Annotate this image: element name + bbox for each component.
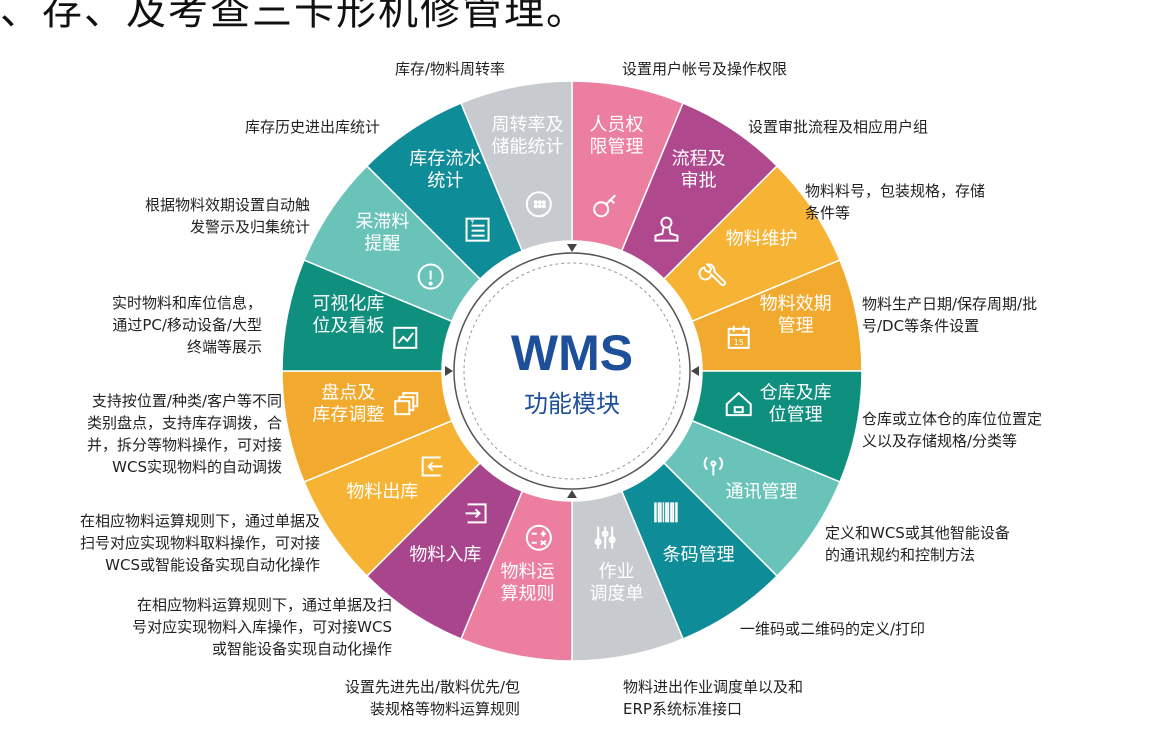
signal-icon (703, 456, 724, 476)
segment-description: 设置审批流程及相应用户组 (748, 118, 929, 136)
segment-description: 根据物料效期设置自动触 发警示及归集统计 (144, 196, 310, 236)
barcode-icon (654, 502, 678, 523)
segment-description: 物料料号，包装规格，存储 条件等 (805, 182, 986, 222)
segment-description: 一维码或二维码的定义/打印 (740, 620, 926, 638)
segment-description: 物料进出作业调度单以及和 ERP系统标准接口 (623, 678, 804, 718)
segment-description: 仓库或立体仓的库位位置定 义以及存储规格/分类等 (862, 410, 1043, 450)
segment-label: 作业调度单 (589, 562, 643, 605)
wrench-icon (698, 263, 726, 287)
segment-label: 物料维护 (726, 228, 798, 249)
segment-description: 定义和WCS或其他智能设备 的通讯规约和控制方法 (825, 524, 1010, 564)
stack-icon (394, 392, 419, 416)
stamp-icon (654, 216, 679, 242)
segment-label: 物料运算规则 (501, 562, 555, 605)
calendar-icon: 15 (727, 325, 750, 349)
segment-label: 流程及审批 (672, 148, 726, 191)
segment-description: 在相应物料运算规则下，通过单据及 扫号对应实现物料取料操作，可对接 WCS或智能… (79, 512, 320, 574)
segment-label: 通讯管理 (726, 482, 798, 503)
sliders-icon (594, 526, 616, 549)
svg-text:15: 15 (734, 338, 744, 347)
center-subtitle: 功能模块 (524, 390, 620, 418)
cycle-icon (525, 191, 552, 218)
segment-label: 库存流水统计 (409, 148, 481, 191)
chart-icon (393, 326, 418, 349)
arrow-right-icon (691, 366, 699, 376)
svg-text:¥: ¥ (471, 219, 475, 226)
segment-label: 人员权限管理 (589, 114, 643, 157)
segment-label: 物料出库 (346, 482, 418, 503)
segment-description: 支持按位置/种类/客户等不同 类别盘点，支持库存调拨，合 并，拆分等物料操作，可… (86, 392, 282, 476)
segment-label: 物料入库 (409, 545, 481, 566)
inbound-icon (465, 503, 487, 524)
outbound-icon (421, 456, 443, 477)
segment-description: 在相应物料运算规则下，通过单据及扫 号对应实现物料入库操作，可对接WCS 或智能… (132, 596, 392, 658)
segment-description: 设置用户帐号及操作权限 (622, 60, 788, 78)
calculator-icon (525, 524, 552, 551)
segment-description: 物料生产日期/保存周期/批 号/DC等条件设置 (862, 295, 1038, 335)
segment-label: 周转率及储能统计 (492, 114, 564, 157)
center-hub: WMS 功能模块 (442, 241, 702, 501)
key-icon (593, 194, 616, 218)
segment-description: 实时物料和库位信息， 通过PC/移动设备/大型 终端等展示 (111, 294, 262, 356)
warehouse-icon (725, 391, 752, 417)
center-title: WMS (511, 325, 633, 381)
hub-dotted-ring (463, 262, 681, 480)
arrow-top-icon (567, 244, 577, 252)
segment-description: 库存/物料周转率 (394, 60, 505, 78)
segment-label: 呆滞料提醒 (355, 211, 409, 254)
segment-label: 仓库及库位管理 (760, 382, 832, 425)
arrow-bottom-icon (567, 490, 577, 498)
top-text-fragment: 、存、及考查三卡形机修管理。 (0, 0, 588, 34)
segment-description: 库存历史进出库统计 (244, 118, 380, 136)
ledger-icon: ¥ (465, 217, 490, 242)
alert-icon (417, 263, 444, 290)
hub-outer-white (442, 241, 702, 501)
segment-label: 可视化库位及看板 (312, 294, 384, 337)
segment-label: 盘点及库存调整 (312, 382, 384, 425)
segment-label: 条码管理 (663, 545, 735, 566)
arrow-left-icon (445, 366, 453, 376)
hub-ring (453, 252, 691, 490)
segment-description: 设置先进先出/散料优先/包 装规格等物料运算规则 (344, 678, 520, 718)
segment-label: 物料效期管理 (760, 294, 832, 337)
